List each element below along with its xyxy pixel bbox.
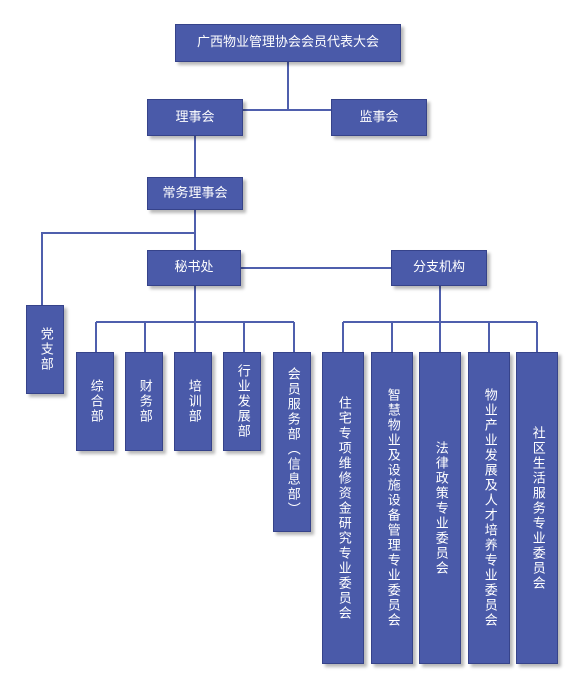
label-committee-community-services: 社区生活服务专业委员会 [529, 425, 545, 591]
box-member-congress: 广西物业管理协会会员代表大会 [175, 24, 401, 62]
box-party-branch: 党支部 [26, 305, 64, 394]
label-department-industry: 行业发展部 [234, 364, 250, 439]
box-committee-maintenance-fund: 住宅专项维修资金研究专业委员会 [322, 352, 364, 664]
box-council: 理事会 [147, 99, 243, 136]
label-department-training: 培训部 [185, 379, 201, 424]
box-standing-council: 常务理事会 [147, 177, 243, 210]
connector-party-branch [41, 232, 195, 306]
box-supervisors: 监事会 [331, 99, 427, 136]
label-department-member-services: 会员服务部（信息部） [284, 367, 300, 517]
box-committee-industry-talent: 物业产业发展及人才培养专业委员会 [468, 352, 510, 664]
label-supervisors: 监事会 [359, 109, 399, 125]
label-department-general: 综合部 [87, 379, 103, 424]
label-committee-industry-talent: 物业产业发展及人才培养专业委员会 [481, 388, 497, 628]
label-committee-maintenance-fund: 住宅专项维修资金研究专业委员会 [335, 395, 351, 621]
box-secretariat: 秘书处 [147, 250, 241, 286]
label-branches: 分支机构 [412, 260, 465, 276]
box-committee-community-services: 社区生活服务专业委员会 [516, 352, 558, 664]
label-party-branch: 党支部 [37, 327, 53, 372]
label-department-finance: 财务部 [136, 379, 152, 424]
label-member-congress: 广西物业管理协会会员代表大会 [196, 35, 379, 51]
label-council: 理事会 [175, 109, 215, 125]
label-standing-council: 常务理事会 [162, 185, 228, 201]
box-branches: 分支机构 [391, 250, 487, 286]
box-department-training: 培训部 [174, 352, 212, 451]
box-department-industry: 行业发展部 [223, 352, 261, 451]
label-committee-smart-property: 智慧物业及设施设备管理专业委员会 [384, 388, 400, 628]
label-committee-legal-policy: 法律政策专业委员会 [432, 440, 448, 576]
box-department-member-services: 会员服务部（信息部） [273, 352, 311, 532]
box-committee-smart-property: 智慧物业及设施设备管理专业委员会 [371, 352, 413, 664]
box-department-finance: 财务部 [125, 352, 163, 451]
box-committee-legal-policy: 法律政策专业委员会 [419, 352, 461, 664]
label-secretariat: 秘书处 [174, 260, 214, 276]
box-department-general: 综合部 [76, 352, 114, 451]
